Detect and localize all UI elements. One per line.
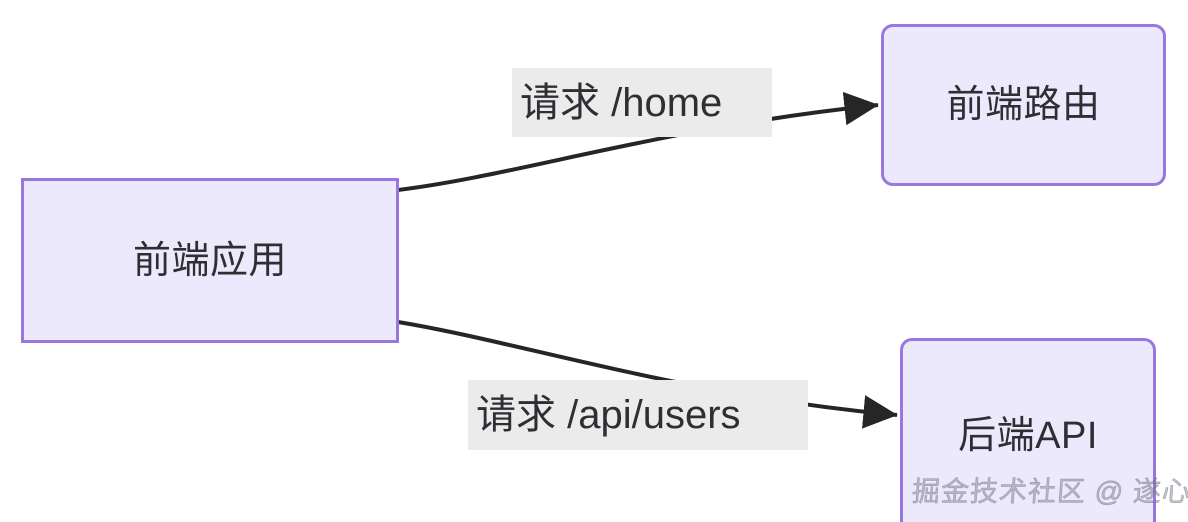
node-frontend-app[interactable]: 前端应用 — [21, 178, 399, 343]
edge-label-api-users: 请求 /api/users — [468, 380, 808, 450]
node-backend-api[interactable]: 后端API — [900, 338, 1156, 522]
node-frontend-router[interactable]: 前端路由 — [881, 24, 1166, 186]
edge-line-home — [397, 91, 879, 192]
node-backend-api-label: 后端API — [958, 414, 1098, 457]
edge-line-api-users — [397, 320, 898, 429]
edge-label-home: 请求 /home — [512, 68, 772, 137]
node-frontend-app-label: 前端应用 — [132, 239, 287, 282]
node-frontend-router-label: 前端路由 — [946, 84, 1101, 126]
